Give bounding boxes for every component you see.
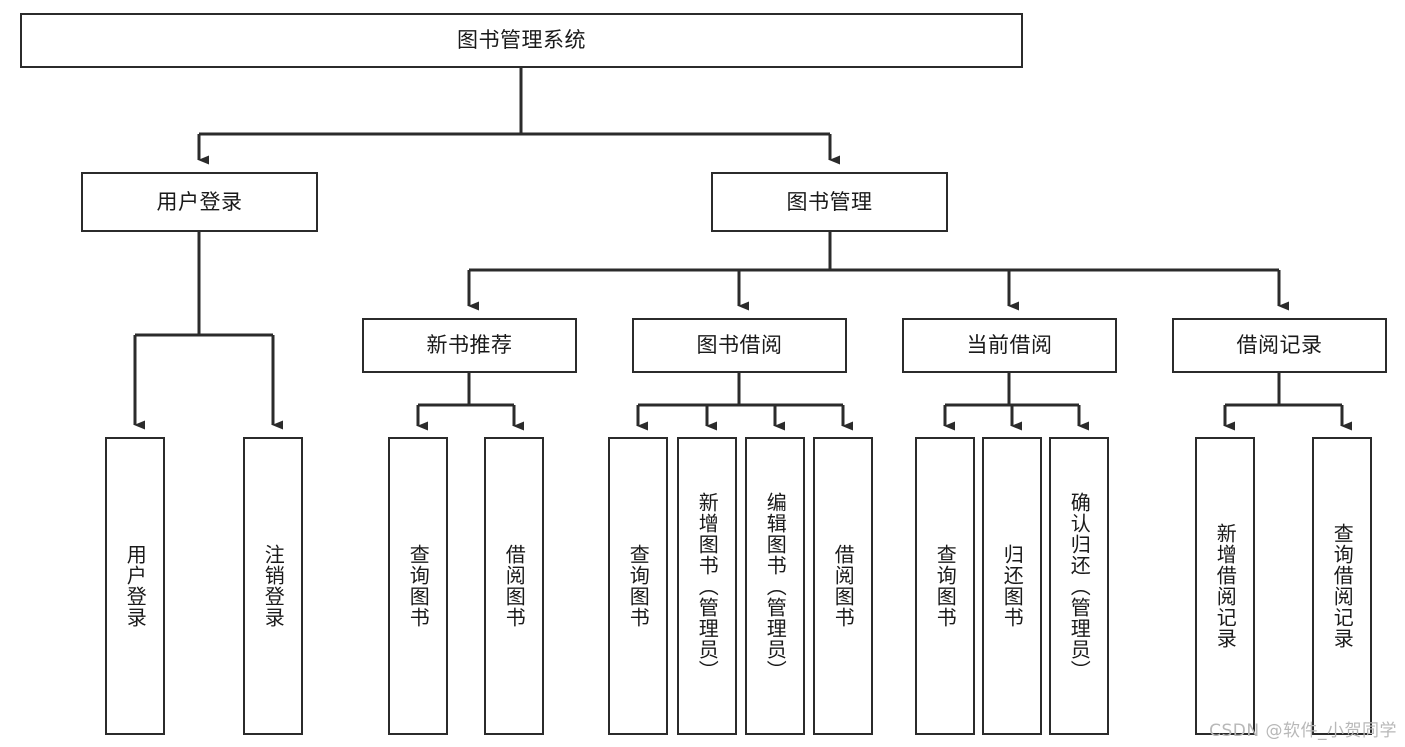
node-current-borrow[interactable]: 当前借阅 bbox=[902, 318, 1117, 373]
node-borrow-record[interactable]: 借阅记录 bbox=[1172, 318, 1387, 373]
node-leaf-query-book-2[interactable]: 查询图书 bbox=[608, 437, 668, 735]
node-leaf-add-borrow-record[interactable]: 新增借阅记录 bbox=[1195, 437, 1255, 735]
node-leaf-return-book-label: 归还图书 bbox=[1000, 544, 1025, 628]
node-root-label: 图书管理系统 bbox=[457, 28, 586, 53]
node-borrow-record-label: 借阅记录 bbox=[1236, 333, 1323, 358]
node-leaf-borrow-book-2[interactable]: 借阅图书 bbox=[813, 437, 873, 735]
node-leaf-add-book-admin-label: 新增图书（管理员） bbox=[695, 491, 720, 681]
node-leaf-confirm-return-admin-label: 确认归还（管理员） bbox=[1067, 491, 1092, 681]
node-leaf-edit-book-admin-label: 编辑图书（管理员） bbox=[763, 491, 788, 681]
node-leaf-query-book-3[interactable]: 查询图书 bbox=[915, 437, 975, 735]
node-leaf-borrow-book-1[interactable]: 借阅图书 bbox=[484, 437, 544, 735]
node-new-book-recommend-label: 新书推荐 bbox=[426, 333, 513, 358]
node-leaf-logout-label: 注销登录 bbox=[261, 544, 286, 628]
node-leaf-confirm-return-admin[interactable]: 确认归还（管理员） bbox=[1049, 437, 1109, 735]
node-current-borrow-label: 当前借阅 bbox=[966, 333, 1053, 358]
node-leaf-user-login[interactable]: 用户登录 bbox=[105, 437, 165, 735]
node-leaf-add-borrow-record-label: 新增借阅记录 bbox=[1213, 523, 1238, 649]
node-leaf-add-book-admin[interactable]: 新增图书（管理员） bbox=[677, 437, 737, 735]
node-root[interactable]: 图书管理系统 bbox=[20, 13, 1023, 68]
node-leaf-user-login-label: 用户登录 bbox=[123, 544, 148, 628]
node-leaf-query-book-1-label: 查询图书 bbox=[406, 544, 431, 628]
node-user-login[interactable]: 用户登录 bbox=[81, 172, 318, 232]
node-new-book-recommend[interactable]: 新书推荐 bbox=[362, 318, 577, 373]
node-leaf-query-borrow-record[interactable]: 查询借阅记录 bbox=[1312, 437, 1372, 735]
node-user-login-label: 用户登录 bbox=[156, 189, 243, 214]
node-leaf-borrow-book-1-label: 借阅图书 bbox=[502, 544, 527, 628]
node-book-borrow[interactable]: 图书借阅 bbox=[632, 318, 847, 373]
node-leaf-return-book[interactable]: 归还图书 bbox=[982, 437, 1042, 735]
node-leaf-logout[interactable]: 注销登录 bbox=[243, 437, 303, 735]
node-leaf-query-borrow-record-label: 查询借阅记录 bbox=[1330, 523, 1355, 649]
node-leaf-borrow-book-2-label: 借阅图书 bbox=[831, 544, 856, 628]
node-book-manage[interactable]: 图书管理 bbox=[711, 172, 948, 232]
node-leaf-query-book-1[interactable]: 查询图书 bbox=[388, 437, 448, 735]
watermark-text: CSDN @软件_小贺同学 bbox=[1209, 721, 1397, 741]
node-book-manage-label: 图书管理 bbox=[786, 189, 873, 214]
node-leaf-edit-book-admin[interactable]: 编辑图书（管理员） bbox=[745, 437, 805, 735]
node-leaf-query-book-3-label: 查询图书 bbox=[933, 544, 958, 628]
node-leaf-query-book-2-label: 查询图书 bbox=[626, 544, 651, 628]
node-book-borrow-label: 图书借阅 bbox=[696, 333, 783, 358]
